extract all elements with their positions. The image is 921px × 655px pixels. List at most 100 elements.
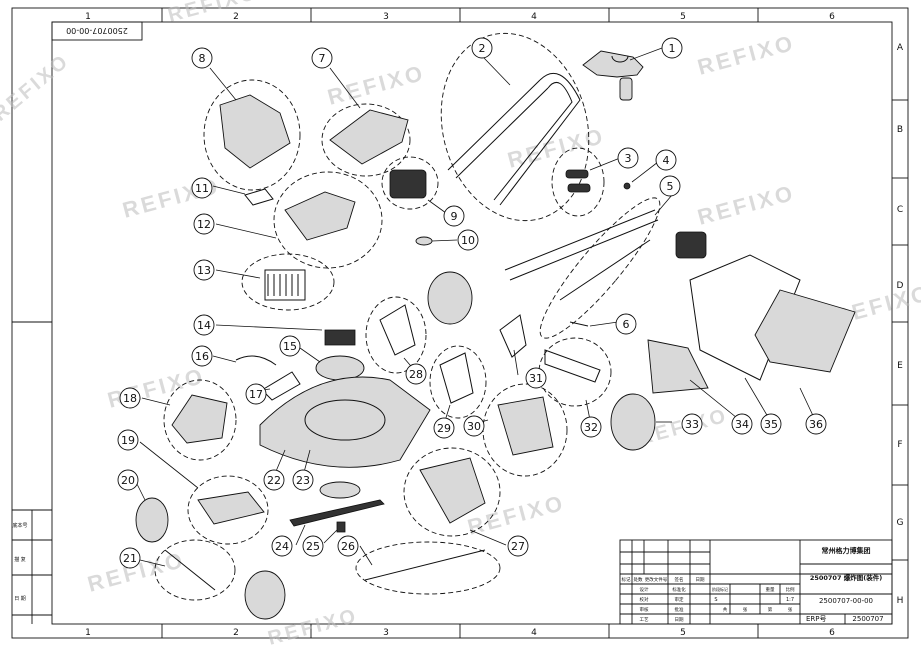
part-drawing-rear-wheel <box>244 570 286 620</box>
callout-balloon-3 <box>617 147 639 169</box>
col-label-5-bottom: 5 <box>680 628 686 638</box>
watermark: REFIXO <box>166 0 261 27</box>
callout-number-26: 26 <box>341 540 355 553</box>
callout-balloon-7 <box>311 47 333 69</box>
group-outline-29 <box>429 345 487 419</box>
row-label-e: E <box>897 361 903 371</box>
tb-design: 设计 <box>640 586 649 593</box>
callout-number-13: 13 <box>197 264 211 277</box>
group-outline-27 <box>403 447 501 537</box>
tb-sheet-word2: 张 <box>788 606 793 613</box>
col-label-6: 6 <box>829 12 835 22</box>
callout-number-20: 20 <box>121 474 135 487</box>
tb-std: 标准化 <box>672 586 686 593</box>
part-drawing-16-clip <box>235 355 277 366</box>
part-drawing-front-wheel <box>427 271 473 325</box>
callout-number-14: 14 <box>197 319 211 332</box>
callout-balloon-34 <box>731 413 753 435</box>
col-label-4: 4 <box>531 12 537 22</box>
callout-balloon-24 <box>271 535 293 557</box>
part-drawing-34-bag-cover <box>647 339 709 394</box>
side-label-base: 底本号 <box>12 522 27 529</box>
tb-stage-letter: S <box>714 597 717 603</box>
part-drawing-20-wheel <box>135 497 169 543</box>
erp-label: ERP号 <box>806 615 827 623</box>
callout-balloon-1 <box>661 37 683 59</box>
part-drawing-2-upper-handle <box>447 72 581 206</box>
row-label-a: A <box>897 43 904 53</box>
col-label-3: 3 <box>383 12 389 22</box>
part-drawing-18-rear-cover <box>171 394 228 444</box>
callout-balloon-16 <box>191 345 213 367</box>
group-outline-9 <box>381 156 439 210</box>
callout-balloon-10 <box>457 229 479 251</box>
tb-sheet-no: 第 <box>768 606 773 613</box>
tb-scale-value: 1:7 <box>786 597 794 603</box>
part-drawing-19-rear-flap <box>197 491 265 525</box>
callout-balloon-4 <box>655 149 677 171</box>
col-label-2-bottom: 2 <box>233 628 239 638</box>
callout-number-30: 30 <box>467 420 481 433</box>
tb-process: 工艺 <box>640 617 649 623</box>
part-drawing-23-fan-disc <box>319 481 361 499</box>
group-outline-13 <box>241 253 335 311</box>
col-label-1-bottom: 1 <box>85 628 91 638</box>
tb-weight: 重量 <box>766 586 775 593</box>
part-drawing-10-plug <box>415 236 433 246</box>
drawing-title: 2500707 爆炸图(装件) <box>810 573 882 582</box>
part-drawing-11-bracket <box>244 188 274 206</box>
callout-number-31: 31 <box>529 372 543 385</box>
callout-number-10: 10 <box>461 234 475 247</box>
tb-audit: 审核 <box>640 606 649 613</box>
side-block <box>12 509 52 624</box>
callout-balloon-13 <box>193 259 215 281</box>
callout-balloon-5 <box>659 175 681 197</box>
group-outline-2 <box>440 32 590 222</box>
callout-number-16: 16 <box>195 350 209 363</box>
part-drawing-4-knob <box>623 182 631 190</box>
group-outline-19 <box>187 475 269 545</box>
tb-review: 审定 <box>675 596 684 603</box>
tb-header-count: 处数 <box>634 576 643 583</box>
group-outline-28 <box>365 296 427 374</box>
row-label-h: H <box>897 596 904 606</box>
callout-balloon-29 <box>433 417 455 439</box>
group-outline-26 <box>355 541 501 595</box>
callout-balloon-28 <box>405 363 427 385</box>
part-drawing-1-control-box <box>582 50 644 101</box>
callout-balloon-15 <box>279 335 301 357</box>
callout-number-21: 21 <box>123 552 137 565</box>
tb-header-date: 日期 <box>696 577 705 583</box>
tb-sheet-total: 共 <box>723 606 728 613</box>
row-dividers <box>12 99 908 561</box>
part-drawing-27-chute <box>419 457 486 524</box>
part-drawing-29-bracket <box>439 352 474 404</box>
callout-balloon-35 <box>760 413 782 435</box>
callout-balloon-26 <box>337 535 359 557</box>
inner-border <box>51 21 893 625</box>
part-drawing-5-lower-handle <box>504 209 707 301</box>
part-drawing-28-bracket <box>379 304 416 356</box>
deck-opening <box>304 399 386 441</box>
callout-number-17: 17 <box>249 388 263 401</box>
tb-date: 日期 <box>675 617 684 623</box>
part-drawing-24-blade <box>289 499 385 527</box>
part-drawing-15-fan <box>315 355 365 381</box>
col-label-6-bottom: 6 <box>829 628 835 638</box>
callout-balloon-12 <box>193 213 215 235</box>
watermark: REFIXO <box>695 30 798 80</box>
callout-balloon-11 <box>191 177 213 199</box>
callout-number-19: 19 <box>121 434 135 447</box>
stamp-box <box>51 21 143 41</box>
title-block: 常州格力博集团 2500707 爆炸图(装件) 2500707-00-00 ER… <box>619 539 893 625</box>
group-outline-8 <box>203 79 301 191</box>
company-name: 常州格力博集团 <box>822 546 871 555</box>
group-outline-3 <box>551 147 605 217</box>
callout-number-8: 8 <box>199 52 206 65</box>
row-label-d: D <box>897 281 904 291</box>
callout-balloon-25 <box>302 535 324 557</box>
group-outline-5 <box>539 197 661 339</box>
group-outline-7 <box>321 103 411 177</box>
row-label-c: C <box>897 205 903 215</box>
